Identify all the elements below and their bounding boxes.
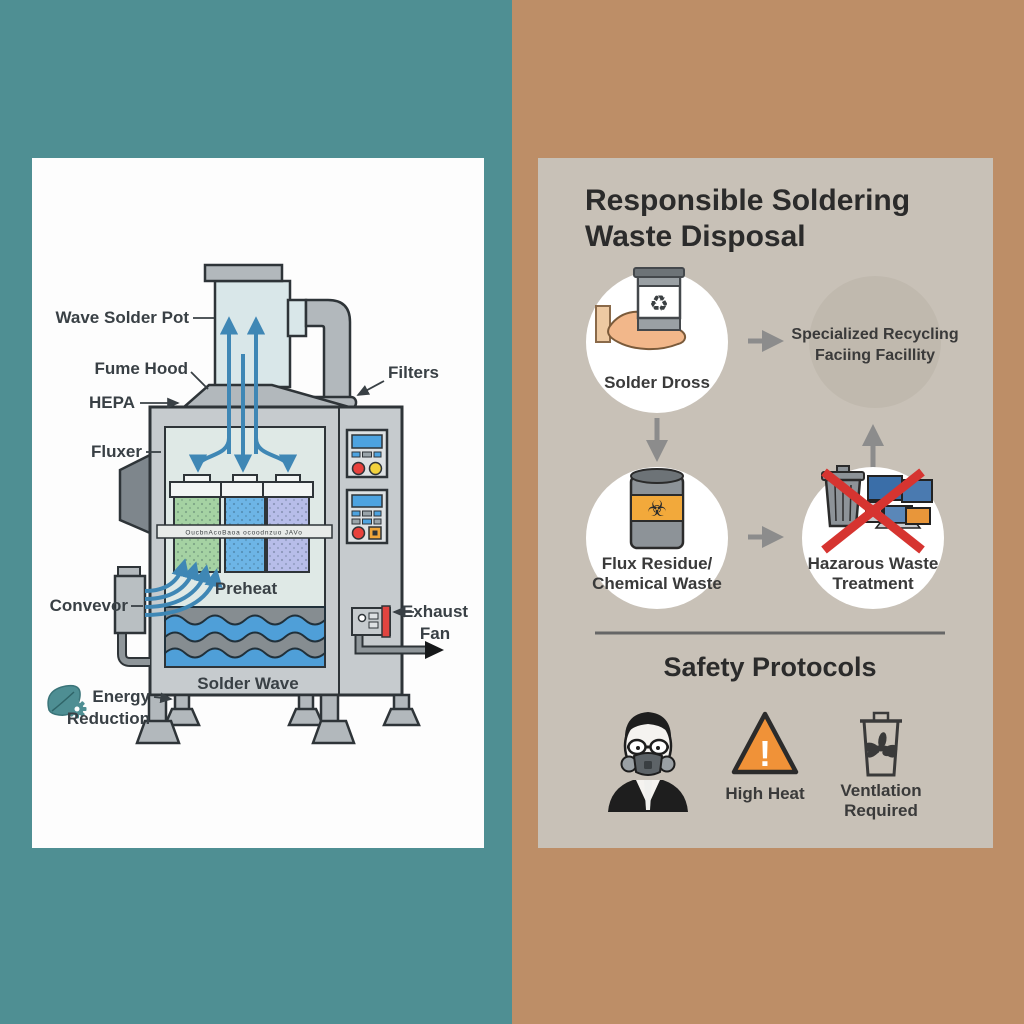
flux-residue-node: ☣ Flux Residue/ Chemical Waste: [586, 467, 728, 609]
label-flux-line2: Chemical Waste: [592, 574, 722, 593]
label-ventilation-line1: Ventlation: [840, 781, 921, 800]
red-cross-icon: [821, 468, 925, 554]
no-improper-disposal-icon: [821, 465, 933, 554]
airflow-arrows: [144, 316, 298, 617]
solder-dross-node: ♻ Solder Dross: [586, 267, 728, 413]
conveyor-icon: [113, 566, 150, 667]
energy-reduction-icon: [47, 684, 87, 719]
label-energy-line1: Energy: [92, 687, 150, 706]
flow-arrows: [646, 329, 884, 548]
recycling-facility-node: Specialized Recycling Faciing Facillity: [791, 276, 959, 408]
biohazard-icon: ☣: [647, 496, 667, 521]
label-flux-line1: Flux Residue/: [602, 554, 713, 573]
label-preheat: Preheat: [215, 579, 278, 598]
right-panel: Responsible Soldering Waste Disposal: [512, 0, 1024, 1024]
label-hazardous-line2: Treatment: [832, 574, 914, 593]
wave-soldering-machine-diagram: OucbnAcoBaoa ocoodnzuo JAVo: [47, 263, 468, 745]
label-recycling-line2: Faciing Facillity: [815, 347, 935, 364]
duct-elbow-icon: [304, 298, 358, 410]
exclamation-icon: !: [759, 733, 771, 774]
control-panel-bottom: [345, 488, 389, 545]
ventilation-fan-icon: [860, 711, 902, 777]
page-title-line2: Waste Disposal: [585, 220, 806, 253]
label-recycling-line1: Specialized Recycling: [791, 326, 958, 343]
waste-disposal-card: Responsible Soldering Waste Disposal: [538, 158, 993, 848]
label-ventilation-line2: Required: [844, 801, 918, 820]
label-high-heat: High Heat: [725, 784, 805, 803]
safety-protocols-heading: Safety Protocols: [663, 652, 876, 682]
control-panel-top: [345, 428, 389, 479]
machine-legs: [135, 693, 421, 745]
label-exhaust-line2: Fan: [420, 624, 450, 643]
machine-diagram-card: OucbnAcoBaoa ocoodnzuo JAVo: [32, 158, 484, 848]
label-exhaust-line1: Exhaust: [402, 602, 468, 621]
waste-disposal-infographic: Responsible Soldering Waste Disposal: [585, 184, 959, 820]
recycle-icon: ♻: [649, 291, 669, 316]
label-fluxer: Fluxer: [91, 442, 142, 461]
filter-cartridge-green: [169, 474, 225, 573]
label-fume-hood: Fume Hood: [95, 359, 189, 378]
fluxer-wedge-icon: [118, 452, 152, 535]
page-title-line1: Responsible Soldering: [585, 184, 910, 217]
label-solder-wave: Solder Wave: [197, 674, 298, 693]
recycle-container-icon: ♻: [595, 267, 686, 350]
filter-strip-text: OucbnAcoBaoa ocoodnzuo JAVo: [185, 530, 302, 537]
high-heat-warning-icon: !: [731, 711, 799, 775]
left-panel: OucbnAcoBaoa ocoodnzuo JAVo: [0, 0, 512, 1024]
label-energy-line2: Reduction: [67, 709, 150, 728]
hazardous-waste-node: Hazarous Waste Treatment: [802, 465, 944, 609]
respirator-person-icon: [608, 712, 688, 812]
label-hepa: HEPA: [89, 393, 135, 412]
label-solder-dross: Solder Dross: [604, 373, 710, 392]
label-wave-solder-pot: Wave Solder Pot: [55, 308, 189, 327]
filter-label-strip: OucbnAcoBaoa ocoodnzuo JAVo: [156, 524, 333, 539]
biohazard-barrel-icon: ☣: [629, 468, 685, 550]
solder-wave-icon: [164, 606, 326, 668]
label-filters: Filters: [388, 363, 439, 382]
label-hazardous-line1: Hazarous Waste: [808, 554, 939, 573]
filter-cartridge-blue: [220, 474, 270, 573]
callout-lines: [131, 317, 414, 704]
label-conveyor: Convevor: [50, 596, 129, 615]
exhaust-fan-icon: [351, 605, 444, 659]
filter-cartridge-purple: [262, 474, 314, 573]
